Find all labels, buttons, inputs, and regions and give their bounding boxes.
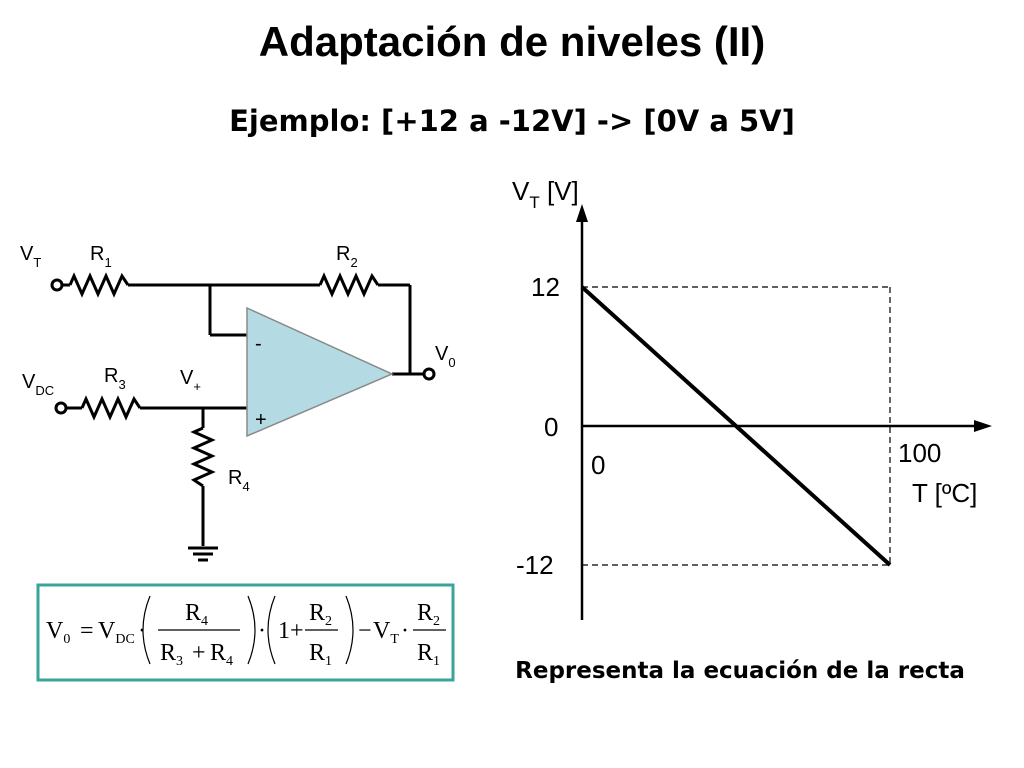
eq-equals: = [80,618,94,644]
eq-r4-denominator: R4 [210,640,233,669]
equation-box [36,583,455,682]
x-tick-100: 100 [898,438,941,468]
graph-x-axis-label: T [ºC] [912,478,977,508]
opamp-minus-label: - [255,333,262,355]
eq-r4-numerator: R4 [185,600,208,629]
eq-r1-denominator-b: R1 [417,640,440,669]
resistor-r1 [68,272,130,298]
graph-caption: Representa la ecuación de la recta [515,658,965,684]
opamp-plus-label: + [255,409,267,431]
ground-symbol [188,546,218,562]
circuit-diagram [50,272,436,562]
eq-dot-3: · [401,618,409,644]
r2-label: R2 [336,243,358,270]
vplus-label: V+ [180,367,201,394]
graph-x-arrow [974,420,992,432]
y-tick-12: 12 [531,272,560,302]
r1-label: R1 [90,243,112,270]
graph-y-axis-label: VT [V] [512,176,579,212]
eq-r2-numerator-b: R2 [417,600,440,629]
eq-dot-1: · [138,618,146,644]
slide-title: Adaptación de niveles (II) [258,18,766,65]
resistor-r3 [80,395,142,421]
eq-vdc: VDC [98,618,135,647]
eq-one-plus: 1+ [278,618,304,644]
r4-label: R4 [228,467,250,494]
resistor-r2 [318,272,380,298]
graph-y-arrow [576,204,588,222]
r3-label: R3 [104,365,126,392]
data-line [580,285,892,567]
eq-v0: V0 [46,618,70,647]
v0-terminal [422,367,436,381]
y-tick-minus-12: -12 [516,550,554,580]
v0-label: V0 [435,343,456,370]
eq-minus: − [358,618,372,644]
eq-plus: + [192,640,206,666]
y-tick-0: 0 [544,412,558,442]
eq-r2-numerator: R2 [309,600,332,629]
slide-subtitle: Ejemplo: [+12 a -12V] -> [0V a 5V] [229,104,795,138]
resistor-r4 [190,426,216,488]
eq-r1-denominator: R1 [309,640,332,669]
vdc-terminal [54,401,68,415]
graph-guides [582,286,891,566]
eq-dot-2: · [258,618,266,644]
vdc-label: VDC [22,371,54,398]
op-amp-triangle [246,306,394,438]
equation [142,595,446,665]
eq-vt: VT [373,618,399,647]
eq-r3: R3 [160,640,183,669]
vt-terminal [50,278,64,292]
vt-label: VT [20,243,41,270]
x-tick-0: 0 [591,450,605,480]
graph: VT [V] 12 0 -12 0 100 T [ºC] [512,176,992,620]
